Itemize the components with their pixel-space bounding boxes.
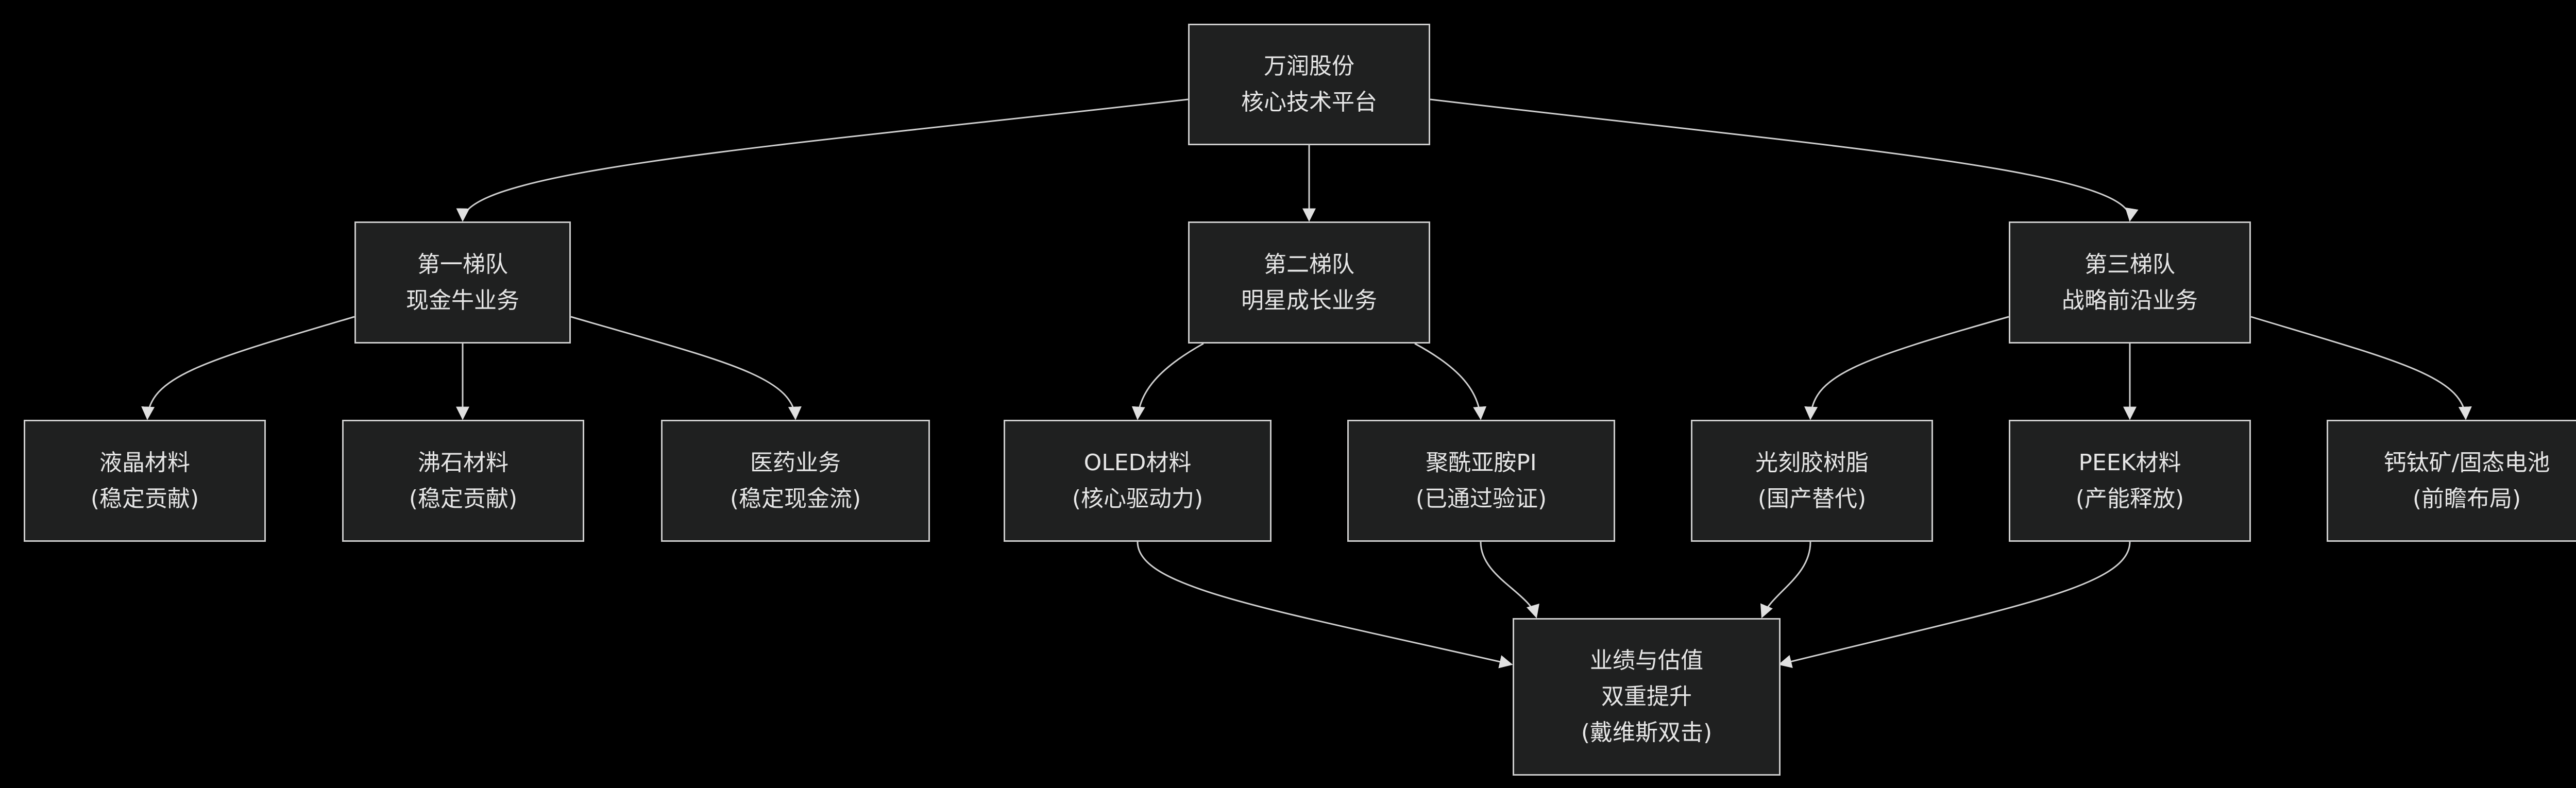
edge-pi-result <box>1480 541 1539 619</box>
node-tier1-line-2: 现金牛业务 <box>406 287 519 314</box>
node-perovskite: 钙钛矿/固态电池 (前瞻布局) <box>2327 420 2576 542</box>
node-zeolite-line-1: 沸石材料 <box>418 449 509 476</box>
node-peek: PEEK材料 (产能释放) <box>2009 420 2251 542</box>
edge-tier1-lcd <box>141 316 355 420</box>
node-photoresist-line-1: 光刻胶树脂 <box>1755 449 1869 476</box>
node-tier1-line-1: 第一梯队 <box>417 251 508 278</box>
node-photoresist-line-2: (国产替代) <box>1757 485 1867 512</box>
edge-photoresist-result <box>1760 541 1811 619</box>
node-lcd-line-1: 液晶材料 <box>99 449 190 476</box>
node-root-line-1: 万润股份 <box>1264 53 1354 79</box>
node-zeolite: 沸石材料 (稳定贡献) <box>342 420 584 542</box>
node-result: 业绩与估值 双重提升 (戴维斯双击) <box>1513 618 1781 776</box>
node-oled: OLED材料 (核心驱动力) <box>1004 420 1272 542</box>
node-lcd-line-2: (稳定贡献) <box>90 485 199 512</box>
node-peek-line-2: (产能释放) <box>2075 485 2184 512</box>
node-zeolite-line-2: (稳定贡献) <box>409 485 518 512</box>
node-pi: 聚酰亚胺PI (已通过验证) <box>1347 420 1615 542</box>
node-pharma-line-1: 医药业务 <box>750 449 841 476</box>
node-tier2-line-2: 明星成长业务 <box>1241 287 1377 314</box>
node-photoresist: 光刻胶树脂 (国产替代) <box>1691 420 1933 542</box>
node-oled-line-1: OLED材料 <box>1083 449 1192 476</box>
node-tier1: 第一梯队 现金牛业务 <box>354 221 571 344</box>
node-tier2: 第二梯队 明星成长业务 <box>1188 221 1430 344</box>
edge-root-tier1 <box>456 98 1189 222</box>
edge-tier2-pi <box>1414 342 1487 420</box>
edge-peek-result <box>1778 541 2131 669</box>
edge-tier3-perovskite <box>2250 316 2472 420</box>
node-lcd: 液晶材料 (稳定贡献) <box>24 420 266 542</box>
node-pi-line-2: (已通过验证) <box>1415 485 1547 512</box>
node-peek-line-1: PEEK材料 <box>2078 449 2181 476</box>
node-oled-line-2: (核心驱动力) <box>1072 485 1204 512</box>
node-perovskite-line-2: (前瞻布局) <box>2412 485 2521 512</box>
edge-oled-result <box>1137 541 1513 669</box>
node-tier3-line-1: 第三梯队 <box>2084 251 2175 278</box>
node-result-line-3: (戴维斯双击) <box>1581 720 1713 746</box>
edge-tier1-pharma <box>570 316 802 420</box>
node-result-line-1: 业绩与估值 <box>1590 647 1703 674</box>
node-pharma-line-2: (稳定现金流) <box>730 485 861 512</box>
edge-tier2-oled <box>1131 342 1204 420</box>
node-tier3: 第三梯队 战略前沿业务 <box>2009 221 2251 344</box>
node-pi-line-1: 聚酰亚胺PI <box>1426 449 1537 476</box>
node-result-line-2: 双重提升 <box>1601 683 1692 710</box>
edge-root-tier3 <box>1430 98 2139 222</box>
edge-tier3-photoresist <box>1804 316 2009 420</box>
node-root: 万润股份 核心技术平台 <box>1188 24 1430 145</box>
node-perovskite-line-1: 钙钛矿/固态电池 <box>2383 449 2550 476</box>
node-tier2-line-1: 第二梯队 <box>1264 251 1354 278</box>
node-root-line-2: 核心技术平台 <box>1241 89 1377 115</box>
node-tier3-line-2: 战略前沿业务 <box>2062 287 2198 314</box>
node-pharma: 医药业务 (稳定现金流) <box>661 420 930 542</box>
